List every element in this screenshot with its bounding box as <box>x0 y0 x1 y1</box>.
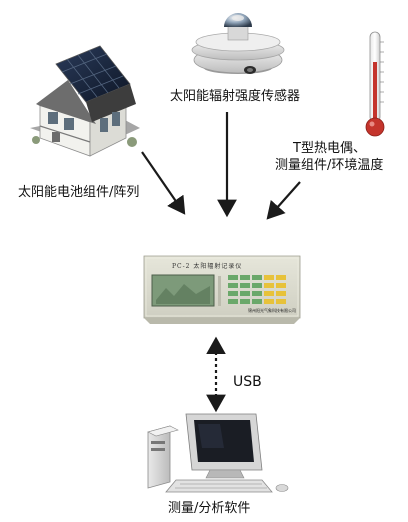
thermocouple-label-line2: 测量组件/环境温度 <box>275 158 384 173</box>
keypad-key[interactable] <box>264 283 274 288</box>
keypad-key[interactable] <box>276 275 286 280</box>
keypad-key[interactable] <box>252 275 262 280</box>
keypad-key[interactable] <box>276 291 286 296</box>
instrument-footer: 锦州阳光气象科技有限公司 <box>248 308 296 313</box>
keypad-key[interactable] <box>276 299 286 304</box>
solar-array-label: 太阳能电池组件/阵列 <box>18 185 140 200</box>
thermometer-icon <box>365 31 385 137</box>
keypad-key[interactable] <box>240 291 250 296</box>
keypad-key[interactable] <box>252 291 262 296</box>
thermocouple-label-line1: T型热电偶、 <box>293 141 366 156</box>
keypad-key[interactable] <box>264 299 274 304</box>
keypad-key[interactable] <box>276 283 286 288</box>
keypad-key[interactable] <box>240 299 250 304</box>
keypad-key[interactable] <box>240 283 250 288</box>
pyranometer-sensor-icon <box>191 13 285 74</box>
keypad-key[interactable] <box>264 291 274 296</box>
software-label: 测量/分析软件 <box>168 501 251 516</box>
arrow-solar-array-to-logger <box>141 151 186 215</box>
keypad-key[interactable] <box>240 275 250 280</box>
instrument-title: PC-2 太阳辐射记录仪 <box>172 263 243 270</box>
keypad-key[interactable] <box>264 275 274 280</box>
keypad-key[interactable] <box>252 299 262 304</box>
arrow-thermocouple-to-logger <box>266 181 301 220</box>
keypad-key[interactable] <box>252 283 262 288</box>
house-with-solar-panels-icon <box>30 45 140 157</box>
keypad-key[interactable] <box>228 275 238 280</box>
keypad-key[interactable] <box>228 299 238 304</box>
usb-label: USB <box>233 374 262 390</box>
keypad-key[interactable] <box>228 291 238 296</box>
keypad-key[interactable] <box>228 283 238 288</box>
logger-keypad <box>228 275 286 304</box>
sensor-label: 太阳能辐射强度传感器 <box>170 89 301 104</box>
desktop-computer-icon <box>147 413 289 493</box>
